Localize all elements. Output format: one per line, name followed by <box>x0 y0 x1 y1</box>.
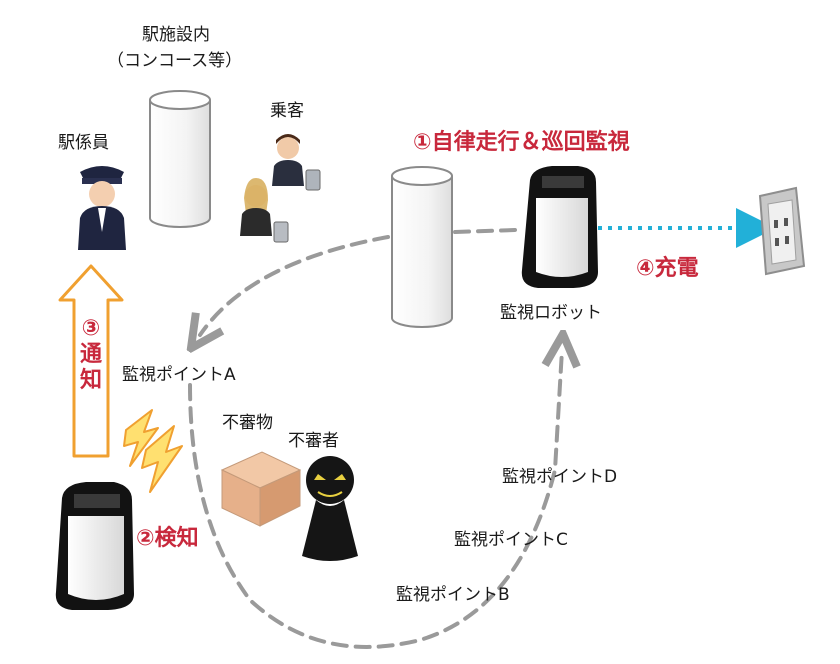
station-staff-icon <box>78 166 126 250</box>
step-3-char-2: 知 <box>79 368 102 393</box>
point-a-label: 監視ポイントA <box>122 365 236 385</box>
robot-detect-icon <box>55 482 134 610</box>
robot-label: 監視ロボット <box>500 303 602 323</box>
staff-label: 駅係員 <box>58 133 109 153</box>
station-pillar-icon <box>149 90 211 228</box>
facility-label: 駅施設内 <box>142 25 210 45</box>
suspicious-person-icon <box>302 456 358 561</box>
power-outlet-icon <box>758 186 806 276</box>
lightning-icon <box>123 409 183 493</box>
suspicious-box-icon <box>220 451 302 527</box>
point-b-label: 監視ポイントB <box>396 585 510 605</box>
robot-icon <box>521 166 598 288</box>
point-d-label: 監視ポイントD <box>502 467 618 487</box>
step-3-label: ③ 通 知 <box>78 316 104 394</box>
notify-arrow <box>58 264 124 458</box>
person-label: 不審者 <box>288 431 339 451</box>
passengers-label: 乗客 <box>270 101 304 121</box>
patrol-pillar-icon <box>391 166 453 328</box>
facility-sub-label: （コンコース等） <box>107 51 243 71</box>
step-3-number: ③ <box>81 316 101 341</box>
point-c-label: 監視ポイントC <box>454 530 568 550</box>
step-4-label: ④充電 <box>636 256 699 281</box>
passenger-icon <box>272 134 321 191</box>
step-2-label: ②検知 <box>136 526 199 551</box>
step-3-char-1: 通 <box>79 342 102 367</box>
passenger-icon-2 <box>240 178 289 243</box>
patrol-route <box>190 228 562 649</box>
step-1-label: ①自律走行＆巡回監視 <box>413 130 630 155</box>
object-label: 不審物 <box>222 413 273 433</box>
